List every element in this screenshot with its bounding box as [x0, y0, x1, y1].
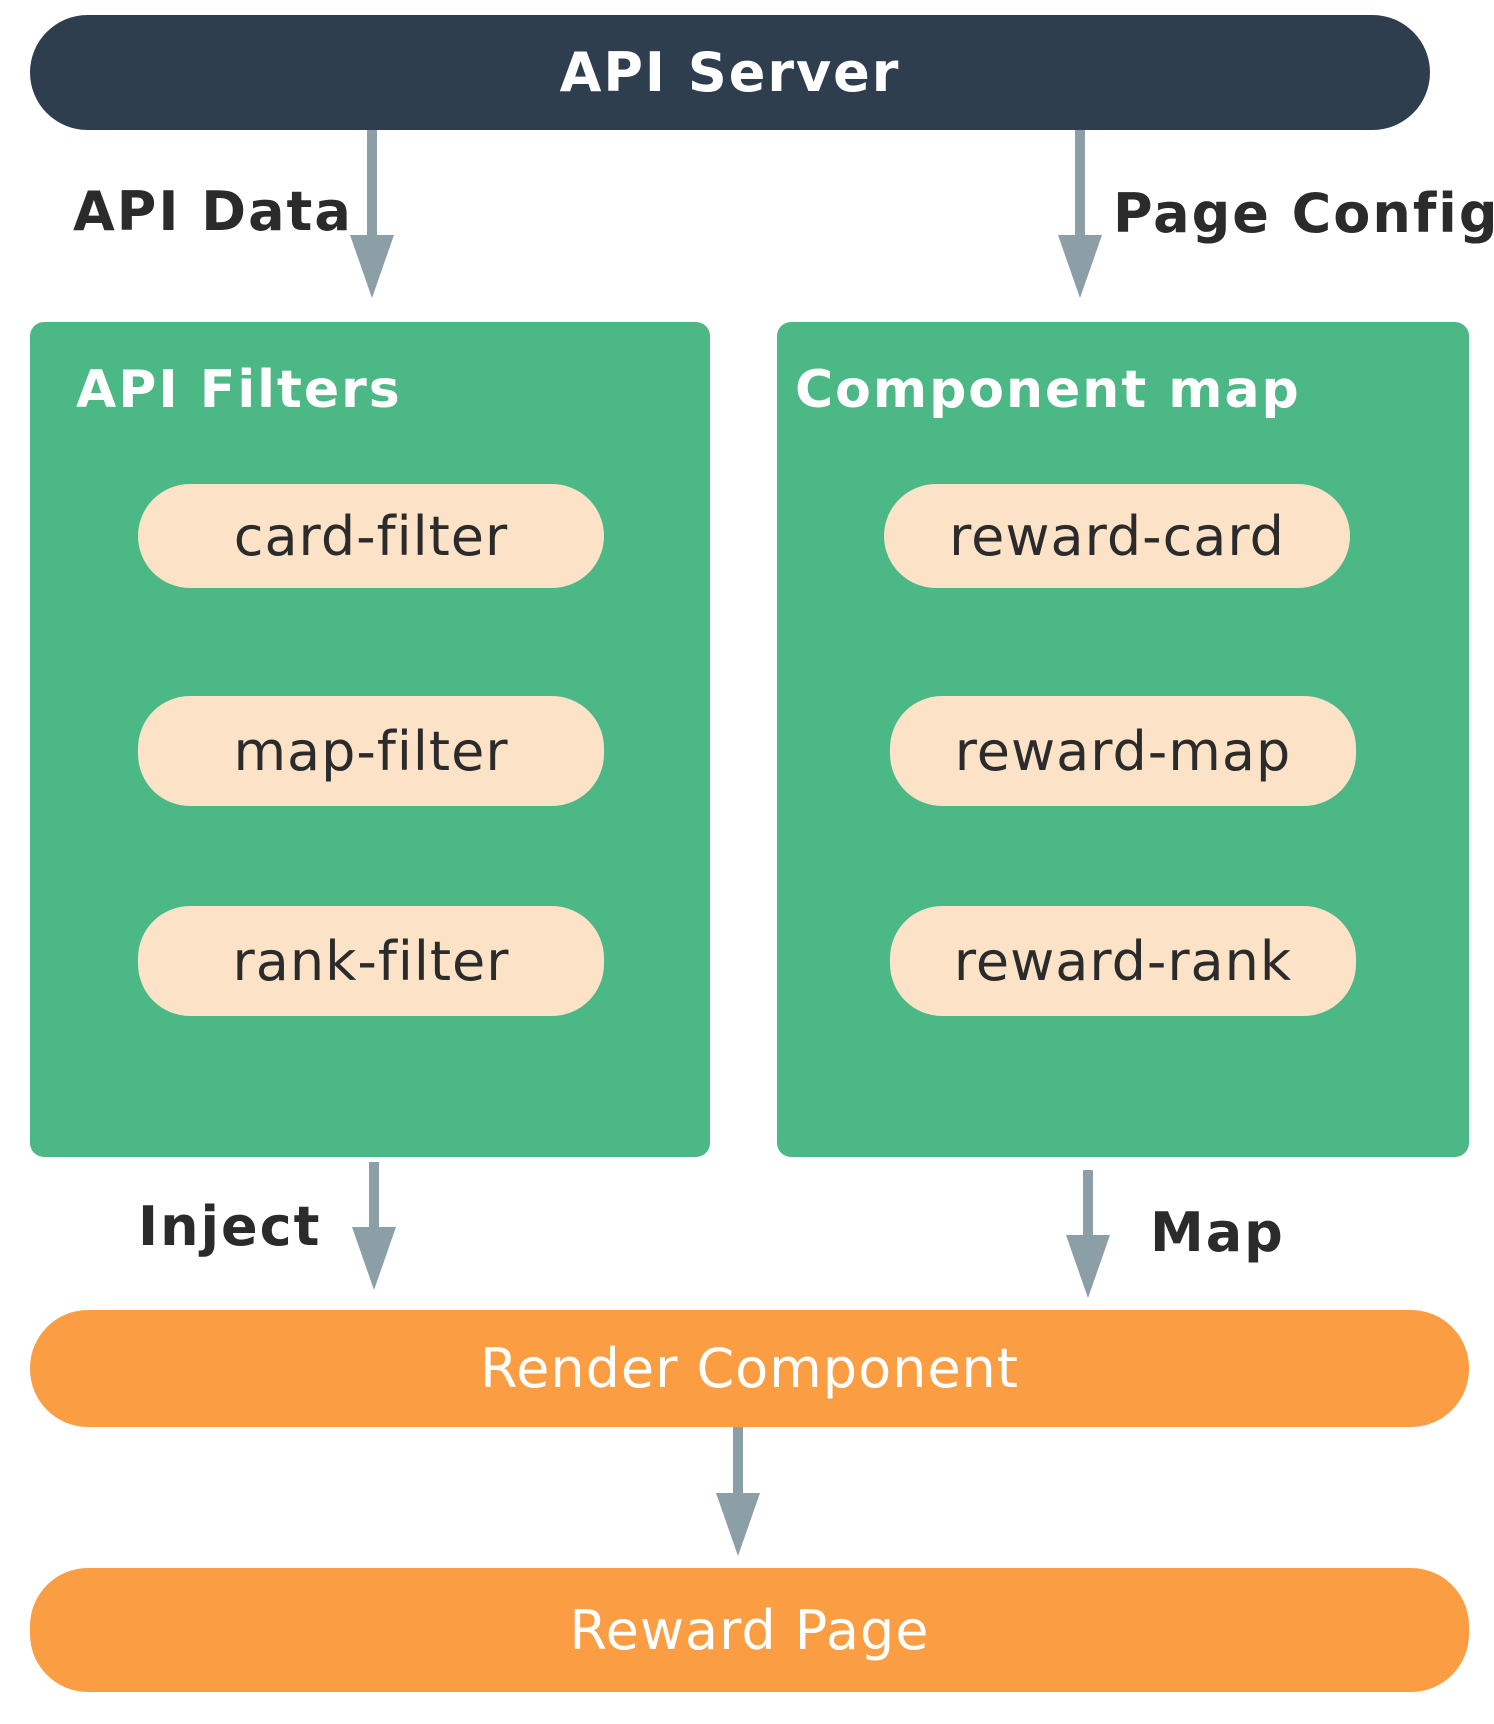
component-item-card: reward-card [884, 484, 1350, 588]
reward-page-node: Reward Page [30, 1568, 1469, 1692]
render-component-node: Render Component [30, 1310, 1469, 1427]
page-config-label: Page Config [1113, 182, 1494, 245]
api-data-label: API Data [73, 180, 353, 243]
filter-item-card: card-filter [138, 484, 604, 588]
api-filters-panel: API Filters card-filter map-filter rank-… [30, 322, 710, 1157]
filter-item-map: map-filter [138, 696, 604, 806]
component-item-rank: reward-rank [890, 906, 1356, 1016]
filter-item-rank: rank-filter [138, 906, 604, 1016]
filter-item-label: map-filter [233, 719, 509, 783]
filter-item-label: card-filter [233, 504, 509, 568]
arrow-render-to-page [716, 1425, 760, 1556]
component-item-label: reward-rank [953, 929, 1293, 993]
map-label: Map [1150, 1201, 1285, 1264]
filter-item-label: rank-filter [232, 929, 510, 993]
arrow-api-data [350, 128, 394, 298]
api-filters-title: API Filters [76, 360, 402, 420]
arrow-page-config [1058, 128, 1102, 298]
arrow-map [1066, 1170, 1110, 1298]
api-server-node: API Server [30, 15, 1430, 130]
inject-label: Inject [138, 1195, 322, 1258]
component-map-panel: Component map reward-card reward-map rew… [777, 322, 1469, 1157]
arrow-inject [352, 1162, 396, 1290]
component-item-map: reward-map [890, 696, 1356, 806]
component-item-label: reward-card [949, 504, 1285, 568]
component-map-title: Component map [795, 360, 1301, 420]
render-component-label: Render Component [480, 1337, 1019, 1400]
reward-page-label: Reward Page [569, 1598, 930, 1662]
component-item-label: reward-map [954, 719, 1292, 783]
api-server-label: API Server [559, 41, 901, 104]
